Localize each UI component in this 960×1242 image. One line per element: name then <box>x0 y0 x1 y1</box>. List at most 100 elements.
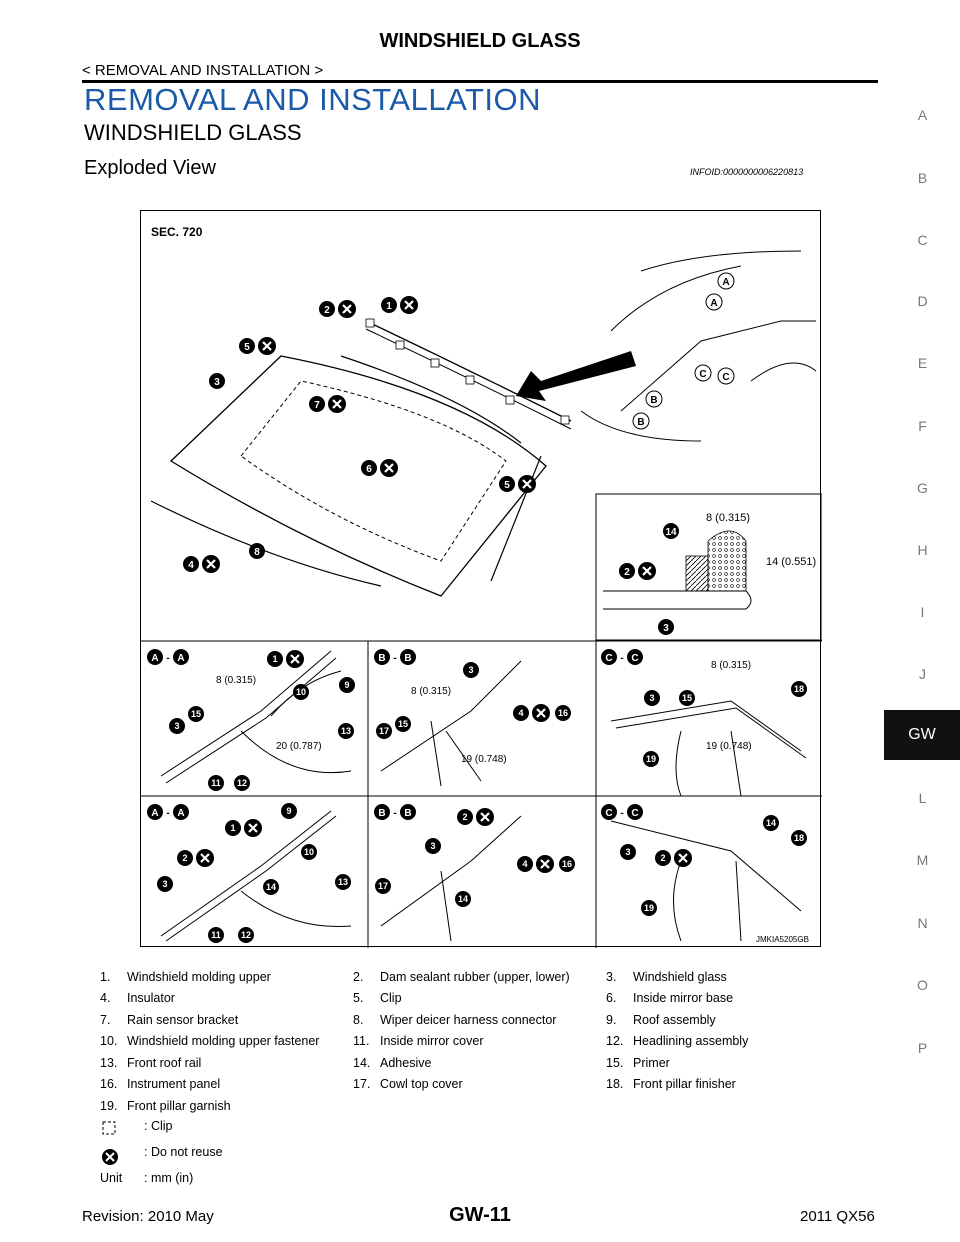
svg-text:10: 10 <box>304 847 314 857</box>
callout-5b: 5 <box>504 480 510 491</box>
figure-code: JMKIA5205GB <box>756 935 809 944</box>
side-index-e[interactable]: E <box>917 355 928 371</box>
svg-text:3: 3 <box>468 665 473 675</box>
svg-text:-: - <box>393 653 396 664</box>
svg-text:2: 2 <box>462 812 467 822</box>
legend-item: 4.Insulator <box>100 991 353 1005</box>
svg-text:8 (0.315): 8 (0.315) <box>411 686 451 697</box>
side-index-a[interactable]: A <box>917 107 928 123</box>
svg-text:9: 9 <box>344 680 349 690</box>
legend-item-number: 7. <box>100 1012 111 1027</box>
svg-text:12: 12 <box>237 778 247 788</box>
legend-item: 17.Cowl top cover <box>353 1077 606 1091</box>
breadcrumb: < REMOVAL AND INSTALLATION > <box>82 62 324 79</box>
legend-item-label: Dam sealant rubber (upper, lower) <box>380 969 570 984</box>
svg-text:3: 3 <box>430 841 435 851</box>
legend-item-number: 5. <box>353 991 364 1006</box>
side-index-o[interactable]: O <box>917 977 928 993</box>
svg-text:12: 12 <box>241 930 251 940</box>
legend-item-label: Instrument panel <box>127 1077 221 1092</box>
callout-1: 1 <box>386 301 392 312</box>
legend-item-label: Front roof rail <box>127 1055 202 1070</box>
legend-item-label: Rain sensor bracket <box>127 1012 239 1027</box>
svg-text:16: 16 <box>562 859 572 869</box>
side-index-c[interactable]: C <box>917 232 928 248</box>
svg-text:3: 3 <box>174 721 179 731</box>
dim-8: 8 (0.315) <box>706 512 750 524</box>
legend-item-label: Primer <box>633 1055 670 1070</box>
legend-item: 10. Windshield molding upper fastener <box>100 1034 353 1048</box>
side-index-g[interactable]: G <box>917 480 928 496</box>
svg-text:14: 14 <box>266 882 276 892</box>
legend-item-label: Wiper deicer harness connector <box>380 1012 557 1027</box>
legend-item-label: Windshield molding upper <box>127 969 271 984</box>
svg-text:14: 14 <box>458 894 468 904</box>
unit-label: Unit <box>100 1170 123 1185</box>
marker-c1: C <box>699 369 706 380</box>
svg-text:A: A <box>151 808 158 819</box>
svg-text:4: 4 <box>518 708 523 718</box>
svg-text:14: 14 <box>665 527 677 538</box>
svg-text:13: 13 <box>341 726 351 736</box>
section-title: REMOVAL AND INSTALLATION <box>84 82 542 117</box>
svg-text:3: 3 <box>162 879 167 889</box>
callout-6: 6 <box>366 464 372 475</box>
svg-text:B: B <box>378 808 385 819</box>
legend-item: 8. Wiper deicer harness connector <box>353 1013 606 1027</box>
svg-text:-: - <box>166 653 169 664</box>
side-index-f[interactable]: F <box>918 418 927 434</box>
callout-7: 7 <box>314 400 320 411</box>
legend-item-number: 14. <box>353 1055 371 1070</box>
unit-value: : mm (in) <box>144 1170 194 1185</box>
svg-text:-: - <box>166 808 169 819</box>
svg-text:C: C <box>605 653 612 664</box>
side-index-d[interactable]: D <box>917 293 928 309</box>
svg-text:4: 4 <box>522 859 527 869</box>
side-index-h[interactable]: H <box>917 542 928 558</box>
legend-item-number: 8. <box>353 1012 364 1027</box>
svg-text:B: B <box>404 653 411 664</box>
legend-item-number: 17. <box>353 1077 371 1092</box>
legend-item-number: 13. <box>100 1055 118 1070</box>
exploded-view-drawing: SEC. 720 2 1 5 3 7 <box>141 225 823 948</box>
svg-text:9: 9 <box>286 806 291 816</box>
legend-item: 13. Front roof rail <box>100 1056 353 1070</box>
side-index-n[interactable]: N <box>917 915 928 931</box>
legend-item-label: Front pillar finisher <box>633 1077 736 1092</box>
svg-text:18: 18 <box>794 833 804 843</box>
clip-symbol-icon <box>100 1119 144 1140</box>
do-not-reuse-icon <box>100 1145 144 1168</box>
side-index-b[interactable]: B <box>917 170 928 186</box>
side-index-p[interactable]: P <box>917 1040 928 1056</box>
legend-item-number: 10. <box>100 1034 118 1049</box>
svg-text:B: B <box>378 653 385 664</box>
svg-text:8 (0.315): 8 (0.315) <box>216 675 256 686</box>
side-index-j[interactable]: J <box>919 666 926 682</box>
legend-item-label: Inside mirror base <box>633 991 734 1006</box>
no-reuse-label: : Do not reuse <box>144 1144 223 1159</box>
svg-text:17: 17 <box>379 726 389 736</box>
svg-text:1: 1 <box>272 654 277 664</box>
svg-text:15: 15 <box>682 693 692 703</box>
header-rule <box>82 80 878 83</box>
legend-item: 12.Headlining assembly <box>606 1034 859 1048</box>
side-index-l[interactable]: L <box>918 790 927 806</box>
side-index-i[interactable]: I <box>920 604 925 620</box>
legend-item: 6.Inside mirror base <box>606 991 859 1005</box>
side-index-m[interactable]: M <box>916 852 929 868</box>
legend-item-number: 19. <box>100 1098 118 1113</box>
svg-text:18: 18 <box>794 684 804 694</box>
callout-5: 5 <box>244 342 250 353</box>
legend-item-label: Windshield molding upper fastener <box>127 1034 320 1049</box>
side-index-gw-active[interactable]: GW <box>884 710 960 760</box>
side-index: A B C D E F G H I J L M N O P <box>885 0 960 1242</box>
exploded-view-title: Exploded View <box>84 157 216 179</box>
legend-item-number: 2. <box>353 969 364 984</box>
marker-b2: B <box>637 417 644 428</box>
svg-text:16: 16 <box>558 708 568 718</box>
svg-text:2: 2 <box>624 567 630 578</box>
legend-item-number: 3. <box>606 969 617 984</box>
svg-text:14: 14 <box>766 818 776 828</box>
section-number: SEC. 720 <box>151 225 203 239</box>
